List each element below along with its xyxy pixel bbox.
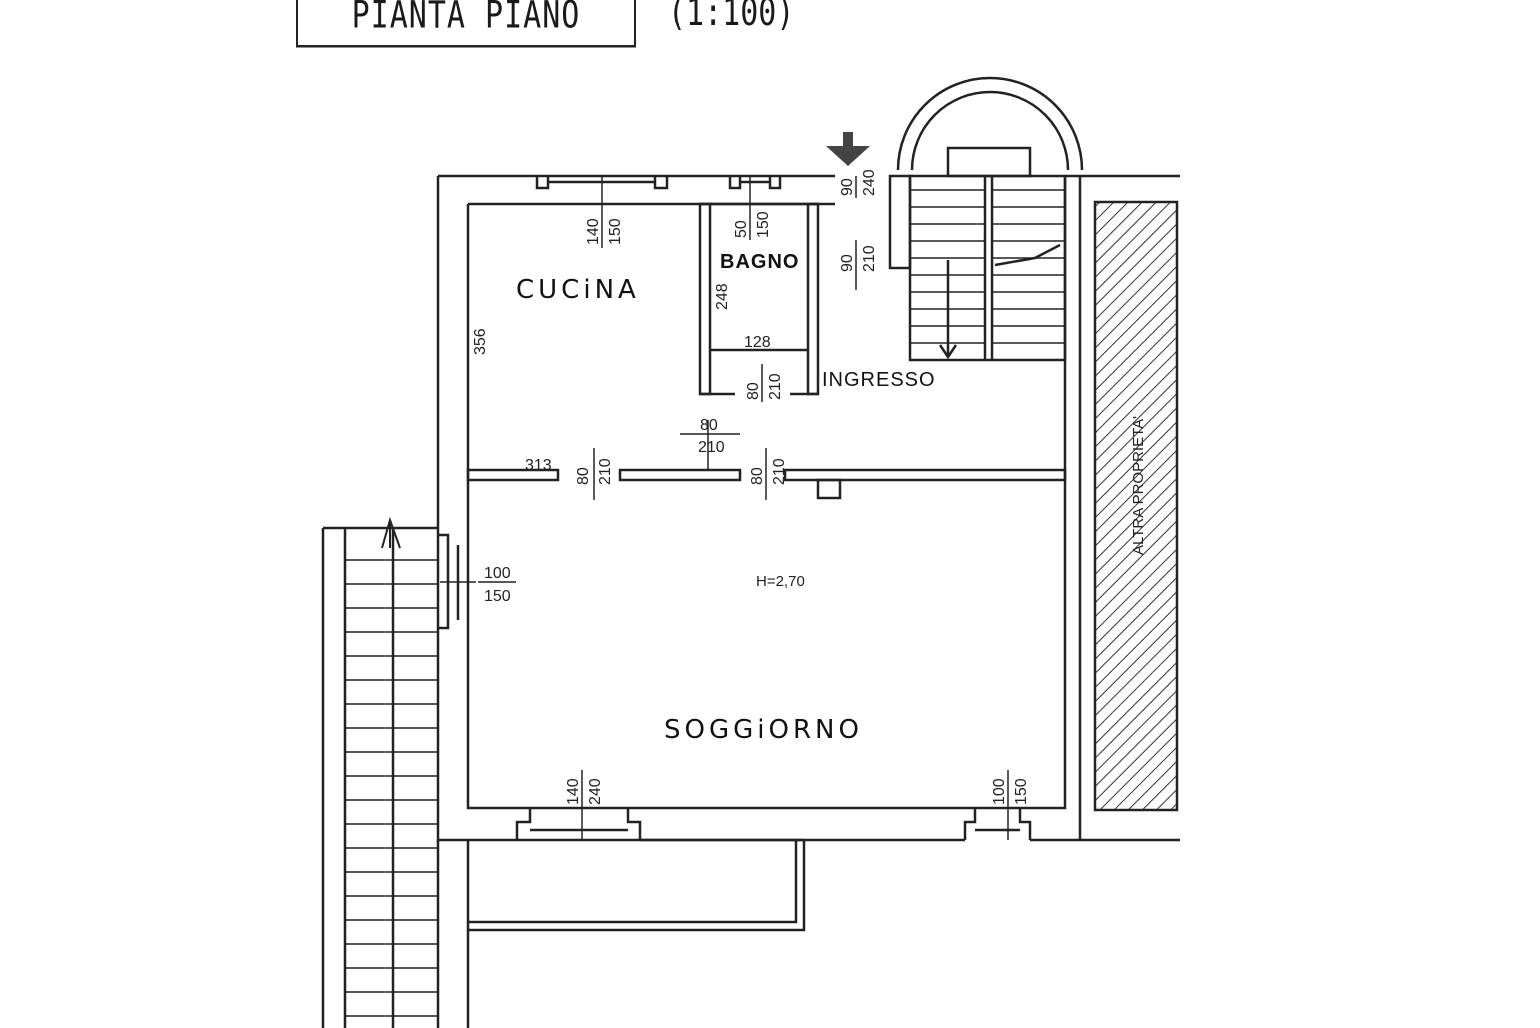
dimension-labels: 140 150 50 150 90 240 90 210 248 128 356…: [472, 169, 1030, 805]
dim-entry-door-height: 240: [861, 169, 878, 196]
dim-cucina-door-width: 80: [575, 467, 592, 485]
dim-soggiorno-door-width: 80: [749, 467, 766, 485]
room-label-cucina: CUCiNA: [516, 275, 640, 305]
internal-stair: [908, 174, 1067, 362]
plan-scale: (1:100): [668, 0, 795, 35]
dim-entry-door-width: 90: [839, 178, 856, 196]
dim-cucina-window-width: 140: [585, 218, 602, 245]
dim-front-window-width: 140: [565, 778, 582, 805]
arched-balcony: [896, 76, 1084, 178]
bagno-window: [728, 176, 782, 190]
dim-cucina-window-height: 150: [607, 218, 624, 245]
neighbour-property-label: ALTRA PROPRIETA': [1130, 416, 1147, 555]
terrace: [436, 840, 806, 1028]
plan-title: PIANTA PIANO TERRA: [296, 0, 636, 48]
soggiorno-front-window: [515, 808, 642, 840]
dim-bagno-width: 128: [744, 334, 771, 351]
dim-ingresso-door-width: 80: [700, 417, 718, 434]
dim-side-window-height: 150: [484, 588, 511, 605]
dimension-ticks: [440, 176, 1009, 840]
dim-cucina-width: 313: [525, 457, 552, 474]
dim-front-window-height: 240: [587, 778, 604, 805]
dim-bagno-height: 248: [714, 283, 731, 310]
external-stair-left: [321, 526, 438, 1028]
entry-pillar: [888, 174, 912, 270]
soggiorno-right-window: [963, 808, 1032, 840]
entrance-arrow-icon: [826, 132, 870, 166]
room-label-bagno: BAGNO: [720, 251, 799, 273]
dim-soggiorno-door-height: 210: [771, 458, 788, 485]
room-label-ingresso: INGRESSO: [822, 369, 936, 391]
dim-inner-door-height: 210: [861, 245, 878, 272]
dim-bagno-door-width: 80: [745, 382, 762, 400]
neighbour-hatch: [1093, 200, 1179, 812]
dim-bagno-window-width: 50: [733, 220, 750, 238]
partition-wall: [466, 468, 1067, 500]
dim-right-window-height: 150: [1013, 778, 1030, 805]
dim-cucina-door-height: 210: [597, 458, 614, 485]
dim-inner-door-width: 90: [839, 254, 856, 272]
dim-bagno-window-height: 150: [755, 211, 772, 238]
bagno-walls: [698, 202, 820, 396]
ceiling-height-note: H=2,70: [756, 573, 805, 590]
dim-bagno-door-height: 210: [767, 373, 784, 400]
dim-cucina-height: 356: [472, 328, 489, 355]
dim-ingresso-door-height: 210: [698, 439, 725, 456]
room-label-soggiorno: SOGGiORNO: [664, 715, 863, 745]
dim-side-window-width: 100: [484, 565, 511, 582]
dim-right-window-width: 100: [991, 778, 1008, 805]
stair-up-arrow-icon: [381, 516, 401, 549]
